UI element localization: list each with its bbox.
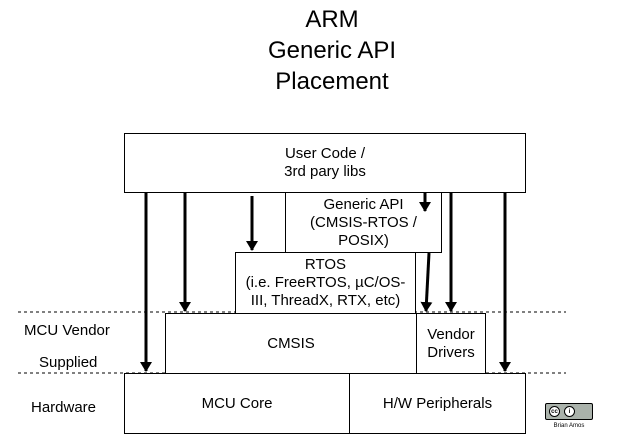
- cmsis-label: CMSIS: [267, 334, 315, 352]
- user-code-box: User Code / 3rd pary libs: [124, 133, 526, 193]
- mcu-core-box: MCU Core: [124, 373, 350, 434]
- title-line-3: Placement: [275, 68, 389, 95]
- mcu-vendor-label: MCU Vendor: [24, 322, 110, 339]
- hw-peripherals-label: H/W Peripherals: [382, 394, 493, 412]
- supplied-label: Supplied: [39, 354, 98, 371]
- mcu-core-label: MCU Core: [201, 394, 273, 412]
- license-author: Brian Amos: [553, 423, 585, 429]
- vendor-drivers-label: Vendor Drivers: [427, 325, 475, 361]
- vendor-drivers-box: Vendor Drivers: [416, 313, 486, 374]
- generic-api-box: Generic API (CMSIS-RTOS / POSIX): [285, 192, 442, 253]
- diagram-title: ARM Generic API Placement: [212, 4, 452, 97]
- cc-badge-icon: cc i: [545, 403, 593, 420]
- hw-peripherals-box: H/W Peripherals: [349, 373, 526, 434]
- generic-api-label: Generic API (CMSIS-RTOS / POSIX): [310, 195, 417, 249]
- rtos-label: RTOS (i.e. FreeRTOS, µC/OS- III, ThreadX…: [245, 256, 406, 309]
- title-line-2: Generic API: [267, 37, 397, 64]
- title-line-1: ARM: [305, 6, 359, 33]
- arrow-generic-api-to-cmsis: [420, 252, 433, 312]
- attribution-icon: i: [564, 406, 575, 417]
- license-badge: cc i Brian Amos: [543, 403, 595, 433]
- hardware-label: Hardware: [31, 399, 97, 416]
- rtos-box: RTOS (i.e. FreeRTOS, µC/OS- III, ThreadX…: [235, 252, 416, 314]
- cc-logo-icon: cc: [549, 406, 560, 417]
- user-code-label: User Code / 3rd pary libs: [284, 145, 366, 180]
